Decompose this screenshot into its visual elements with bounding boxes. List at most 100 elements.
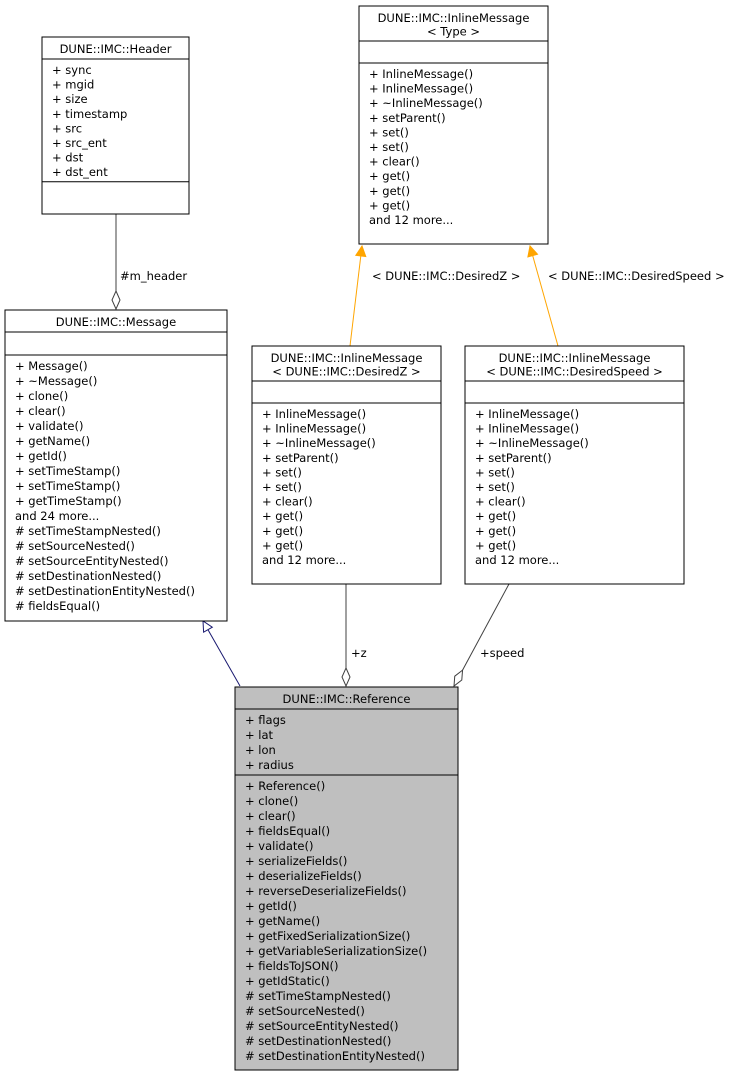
attribute: + flags — [245, 713, 286, 727]
method: # fieldsEqual() — [15, 599, 100, 613]
method: and 12 more... — [475, 553, 559, 567]
class-title: DUNE::IMC::InlineMessage — [499, 351, 651, 365]
method: + setTimeStamp() — [15, 464, 120, 478]
attribute: + dst — [52, 151, 84, 165]
inline_type-box-outline — [358, 5, 549, 245]
attribute: + size — [52, 92, 88, 106]
method: + get() — [475, 509, 516, 523]
method: + ~Message() — [15, 374, 97, 388]
method: + get() — [369, 184, 410, 198]
inline-message-type-class-box: DUNE::IMC::InlineMessage< Type >+ Inline… — [358, 5, 549, 245]
method: + getName() — [15, 434, 90, 448]
class-title: < Type > — [427, 25, 480, 39]
speed-edge-label: +speed — [480, 646, 524, 660]
method: + clear() — [475, 495, 526, 509]
method: + ~InlineMessage() — [369, 96, 483, 110]
method: + fieldsToJSON() — [245, 959, 339, 973]
method: and 24 more... — [15, 509, 99, 523]
method: + ~InlineMessage() — [475, 436, 589, 450]
method: + get() — [475, 524, 516, 538]
inline_desiredz-box-outline — [251, 345, 442, 585]
attribute: + dst_ent — [52, 165, 108, 179]
method: + InlineMessage() — [475, 407, 579, 421]
class-title: DUNE::IMC::Message — [56, 315, 176, 329]
method: # setSourceNested() — [15, 539, 135, 553]
method: + deserializeFields() — [245, 869, 362, 883]
method: + getName() — [245, 914, 320, 928]
method: + set() — [262, 465, 302, 479]
inline-message-desiredz-class-box: DUNE::IMC::InlineMessage< DUNE::IMC::Des… — [251, 345, 442, 585]
method: + clear() — [262, 495, 313, 509]
method: # setDestinationEntityNested() — [15, 584, 195, 598]
method: # setTimeStampNested() — [245, 989, 391, 1003]
method: # setTimeStampNested() — [15, 524, 161, 538]
method: + InlineMessage() — [369, 67, 473, 81]
method: + get() — [262, 524, 303, 538]
class-title: DUNE::IMC::Reference — [283, 692, 411, 706]
method: + getTimeStamp() — [15, 494, 122, 508]
method: + get() — [475, 538, 516, 552]
method: # setSourceNested() — [245, 1004, 365, 1018]
reference-box-outline — [234, 686, 459, 1071]
attribute: + lat — [245, 728, 274, 742]
message-inheritance-edge — [203, 621, 241, 687]
method: + fieldsEqual() — [245, 824, 330, 838]
desiredz-binding-label: < DUNE::IMC::DesiredZ > — [372, 269, 520, 283]
method: + InlineMessage() — [262, 422, 366, 436]
header-box-outline — [41, 36, 190, 215]
desiredspeed-binding-label: < DUNE::IMC::DesiredSpeed > — [548, 269, 725, 283]
method: + Reference() — [245, 779, 325, 793]
message-class-box: DUNE::IMC::Message+ Message()+ ~Message(… — [4, 309, 228, 622]
method: + getId() — [245, 899, 297, 913]
class-title: < DUNE::IMC::DesiredZ > — [272, 365, 420, 379]
method: + clone() — [245, 794, 298, 808]
method: # setDestinationEntityNested() — [245, 1049, 425, 1063]
attribute: + src_ent — [52, 136, 107, 150]
method: + get() — [262, 538, 303, 552]
method: + get() — [262, 509, 303, 523]
inline-message-desiredspeed-class-box: DUNE::IMC::InlineMessage< DUNE::IMC::Des… — [464, 345, 685, 585]
method: + InlineMessage() — [369, 82, 473, 96]
method: + set() — [475, 480, 515, 494]
message-box-outline — [4, 309, 228, 622]
class-title: DUNE::IMC::InlineMessage — [271, 351, 423, 365]
z-edge-label: +z — [351, 646, 367, 660]
attribute: + mgid — [52, 78, 94, 92]
method: and 12 more... — [262, 553, 346, 567]
method: + setParent() — [475, 451, 552, 465]
method: + getVariableSerializationSize() — [245, 944, 427, 958]
method: + setParent() — [369, 111, 446, 125]
method: + get() — [369, 169, 410, 183]
method: # setSourceEntityNested() — [15, 554, 168, 568]
inline_desiredspeed-box-outline — [464, 345, 685, 585]
class-title: < DUNE::IMC::DesiredSpeed > — [486, 365, 663, 379]
method: # setSourceEntityNested() — [245, 1019, 398, 1033]
attribute: + radius — [245, 758, 294, 772]
method: and 12 more... — [369, 213, 453, 227]
m-header-edge-label: #m_header — [120, 269, 187, 283]
attribute: + src — [52, 121, 82, 135]
method: + serializeFields() — [245, 854, 347, 868]
class-title: DUNE::IMC::InlineMessage — [378, 11, 530, 25]
method: + clear() — [15, 404, 66, 418]
method: + getId() — [15, 449, 67, 463]
class-title: DUNE::IMC::Header — [60, 42, 172, 56]
method: + clone() — [15, 389, 68, 403]
method: + get() — [369, 198, 410, 212]
method: + set() — [475, 465, 515, 479]
header-class-box: DUNE::IMC::Header+ sync+ mgid+ size+ tim… — [41, 36, 190, 215]
method: + clear() — [245, 809, 296, 823]
method: # setDestinationNested() — [15, 569, 161, 583]
attribute: + sync — [52, 63, 92, 77]
method: + validate() — [15, 419, 83, 433]
attribute: + lon — [245, 743, 276, 757]
method: + InlineMessage() — [262, 407, 366, 421]
method: + getIdStatic() — [245, 974, 330, 988]
method: + setParent() — [262, 451, 339, 465]
method: + clear() — [369, 155, 420, 169]
method: + set() — [369, 140, 409, 154]
method: + set() — [262, 480, 302, 494]
method: # setDestinationNested() — [245, 1034, 391, 1048]
method: + getFixedSerializationSize() — [245, 929, 410, 943]
